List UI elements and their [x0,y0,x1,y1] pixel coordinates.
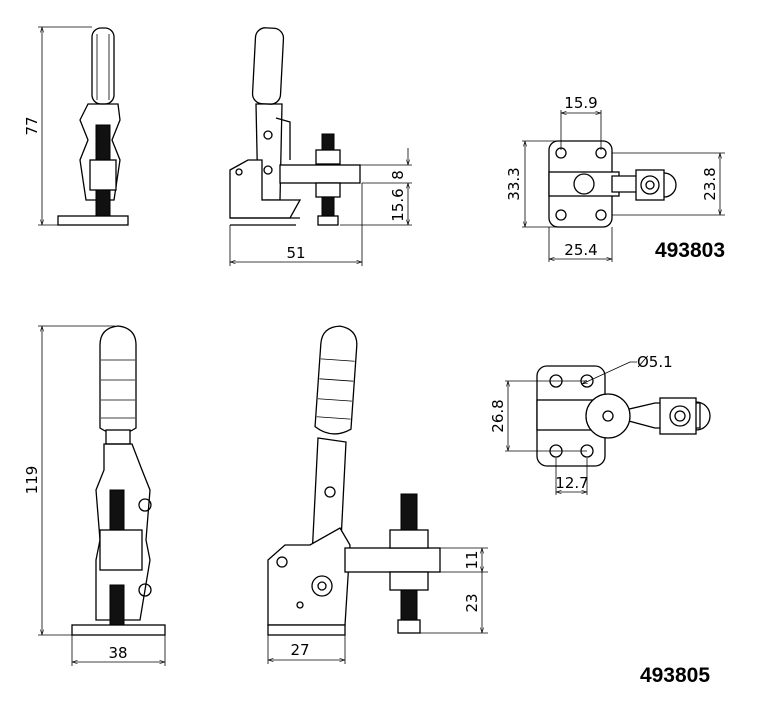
dim-label: 15.6 [389,188,407,221]
model-number-493803: 493803 [655,239,725,262]
small-clamp-side-view [229,27,361,226]
dim-label: 12.7 [555,474,588,492]
dim-label: 119 [23,466,41,495]
dim-label: 8 [389,170,407,180]
dim-label: 11 [463,550,481,569]
dimension-arm-height-small: 8 15.6 [340,148,412,226]
dim-label: 23.8 [701,167,719,200]
small-clamp-front-view [57,27,129,226]
dimensions-large-side: 11 23 27 [267,547,488,664]
dim-label: 33.3 [505,167,523,200]
dim-label: Ø5.1 [637,353,673,371]
model-number-493805: 493805 [640,664,710,687]
dim-label: 51 [286,244,305,262]
dimension-length-small: 51 [229,183,363,266]
small-clamp-top-view [548,140,677,228]
large-clamp-top-view [536,365,711,467]
dimensions-large-top: 26.8 12.7 Ø5.1 [489,353,673,495]
dim-label: 23 [463,593,481,612]
dim-label: 26.8 [489,399,507,432]
large-clamp-side-view [267,325,441,636]
dimensions-small-top: 15.9 33.3 23.8 25.4 [505,94,725,262]
dim-label: 27 [290,641,309,659]
dim-label: 15.9 [564,94,597,112]
dim-label: 25.4 [564,241,597,259]
dim-label: 38 [108,644,127,662]
dimension-height-large: 119 38 [23,325,166,666]
large-clamp-front-view [71,325,166,636]
dimension-height-small: 77 [23,26,92,226]
dim-label: 77 [23,116,41,135]
